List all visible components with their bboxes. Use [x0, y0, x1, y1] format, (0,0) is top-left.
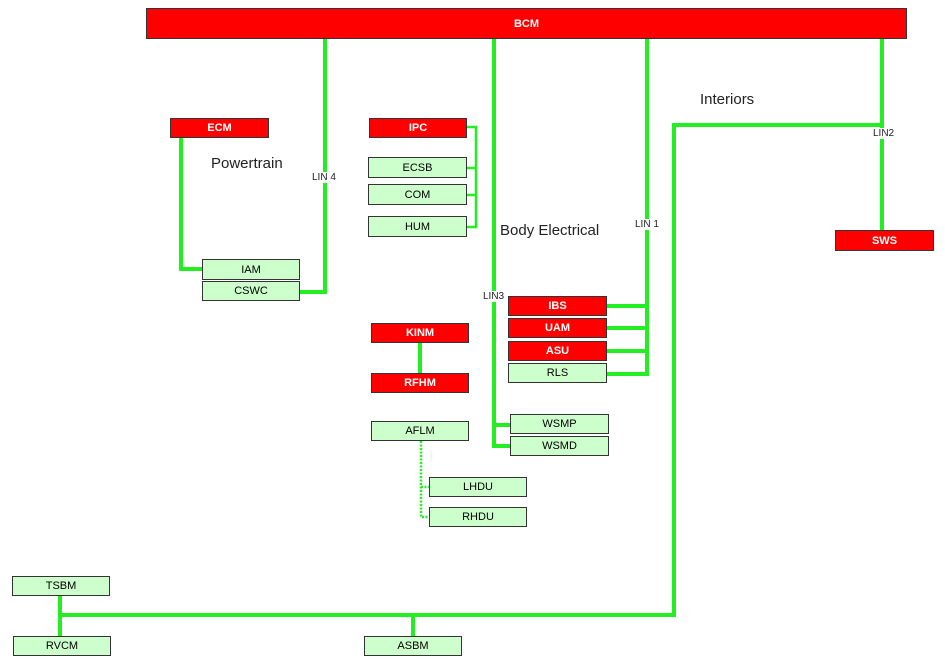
module-iam-label: IAM	[241, 263, 261, 276]
module-rfhm-label: RFHM	[404, 377, 436, 389]
module-lhdu[interactable]: LHDU	[429, 477, 527, 497]
module-tsbm[interactable]: TSBM	[12, 576, 110, 596]
module-bcm-label: BCM	[513, 17, 540, 30]
module-sws-label: SWS	[871, 234, 898, 247]
module-cswc[interactable]: CSWC	[202, 281, 300, 301]
ipc-cluster-wire	[466, 125, 478, 229]
module-uam[interactable]: UAM	[508, 318, 607, 338]
module-rls-label: RLS	[546, 367, 569, 379]
lin1-wire	[606, 38, 649, 376]
module-rvcm[interactable]: RVCM	[13, 636, 111, 656]
module-ecsb[interactable]: ECSB	[368, 157, 467, 178]
module-rhdu[interactable]: RHDU	[429, 507, 527, 527]
section-label-interiors: Interiors	[700, 91, 755, 108]
module-com[interactable]: COM	[368, 184, 467, 205]
module-rls[interactable]: RLS	[508, 363, 607, 383]
module-tsbm-label: TSBM	[45, 580, 77, 592]
interiors-bus-wire	[60, 123, 882, 617]
module-asbm[interactable]: ASBM	[364, 636, 462, 656]
module-bcm[interactable]: BCM	[146, 8, 907, 39]
lin4-wire	[299, 38, 327, 294]
module-kinm[interactable]: KINM	[371, 323, 469, 343]
module-ecsb-label: ECSB	[402, 161, 433, 174]
module-sws[interactable]: SWS	[835, 230, 934, 251]
module-rhdu-label: RHDU	[462, 511, 494, 523]
module-ipc-label: IPC	[408, 122, 428, 134]
module-asu[interactable]: ASU	[508, 341, 607, 361]
module-cswc-label: CSWC	[234, 285, 268, 297]
ecm-iam-wire	[179, 136, 203, 271]
aflm-hdu-wire	[419, 441, 430, 519]
module-wsmd-label: WSMD	[542, 440, 577, 452]
module-wsmp[interactable]: WSMP	[510, 414, 609, 434]
module-wsmp-label: WSMP	[542, 418, 577, 430]
module-kinm-label: KINM	[405, 327, 435, 339]
module-wsmd[interactable]: WSMD	[510, 436, 609, 456]
module-hum-label: HUM	[404, 220, 431, 233]
bus-label-lin3: LIN3	[482, 291, 506, 302]
module-ibs[interactable]: IBS	[508, 296, 607, 316]
section-label-body-electrical: Body Electrical	[500, 222, 600, 239]
module-com-label: COM	[404, 188, 431, 201]
module-ibs-label: IBS	[548, 300, 567, 312]
module-asu-label: ASU	[545, 345, 570, 357]
bus-label-lin2: LIN2	[872, 128, 896, 139]
module-aflm[interactable]: AFLM	[371, 421, 469, 441]
module-lhdu-label: LHDU	[463, 481, 493, 493]
module-rvcm-label: RVCM	[45, 640, 79, 652]
section-label-powertrain: Powertrain	[211, 155, 283, 172]
module-ecm[interactable]: ECM	[170, 118, 269, 138]
bus-label-lin1: LIN 1	[634, 219, 660, 230]
module-ipc[interactable]: IPC	[369, 118, 467, 138]
module-ecm-label: ECM	[207, 122, 232, 134]
module-aflm-label: AFLM	[405, 425, 435, 437]
module-asbm-label: ASBM	[397, 640, 429, 652]
module-rfhm[interactable]: RFHM	[371, 373, 469, 393]
lin3-wire	[492, 38, 510, 448]
module-hum[interactable]: HUM	[368, 216, 467, 237]
module-iam[interactable]: IAM	[202, 259, 300, 280]
bus-label-lin4: LIN 4	[311, 172, 337, 183]
module-uam-label: UAM	[544, 322, 571, 334]
